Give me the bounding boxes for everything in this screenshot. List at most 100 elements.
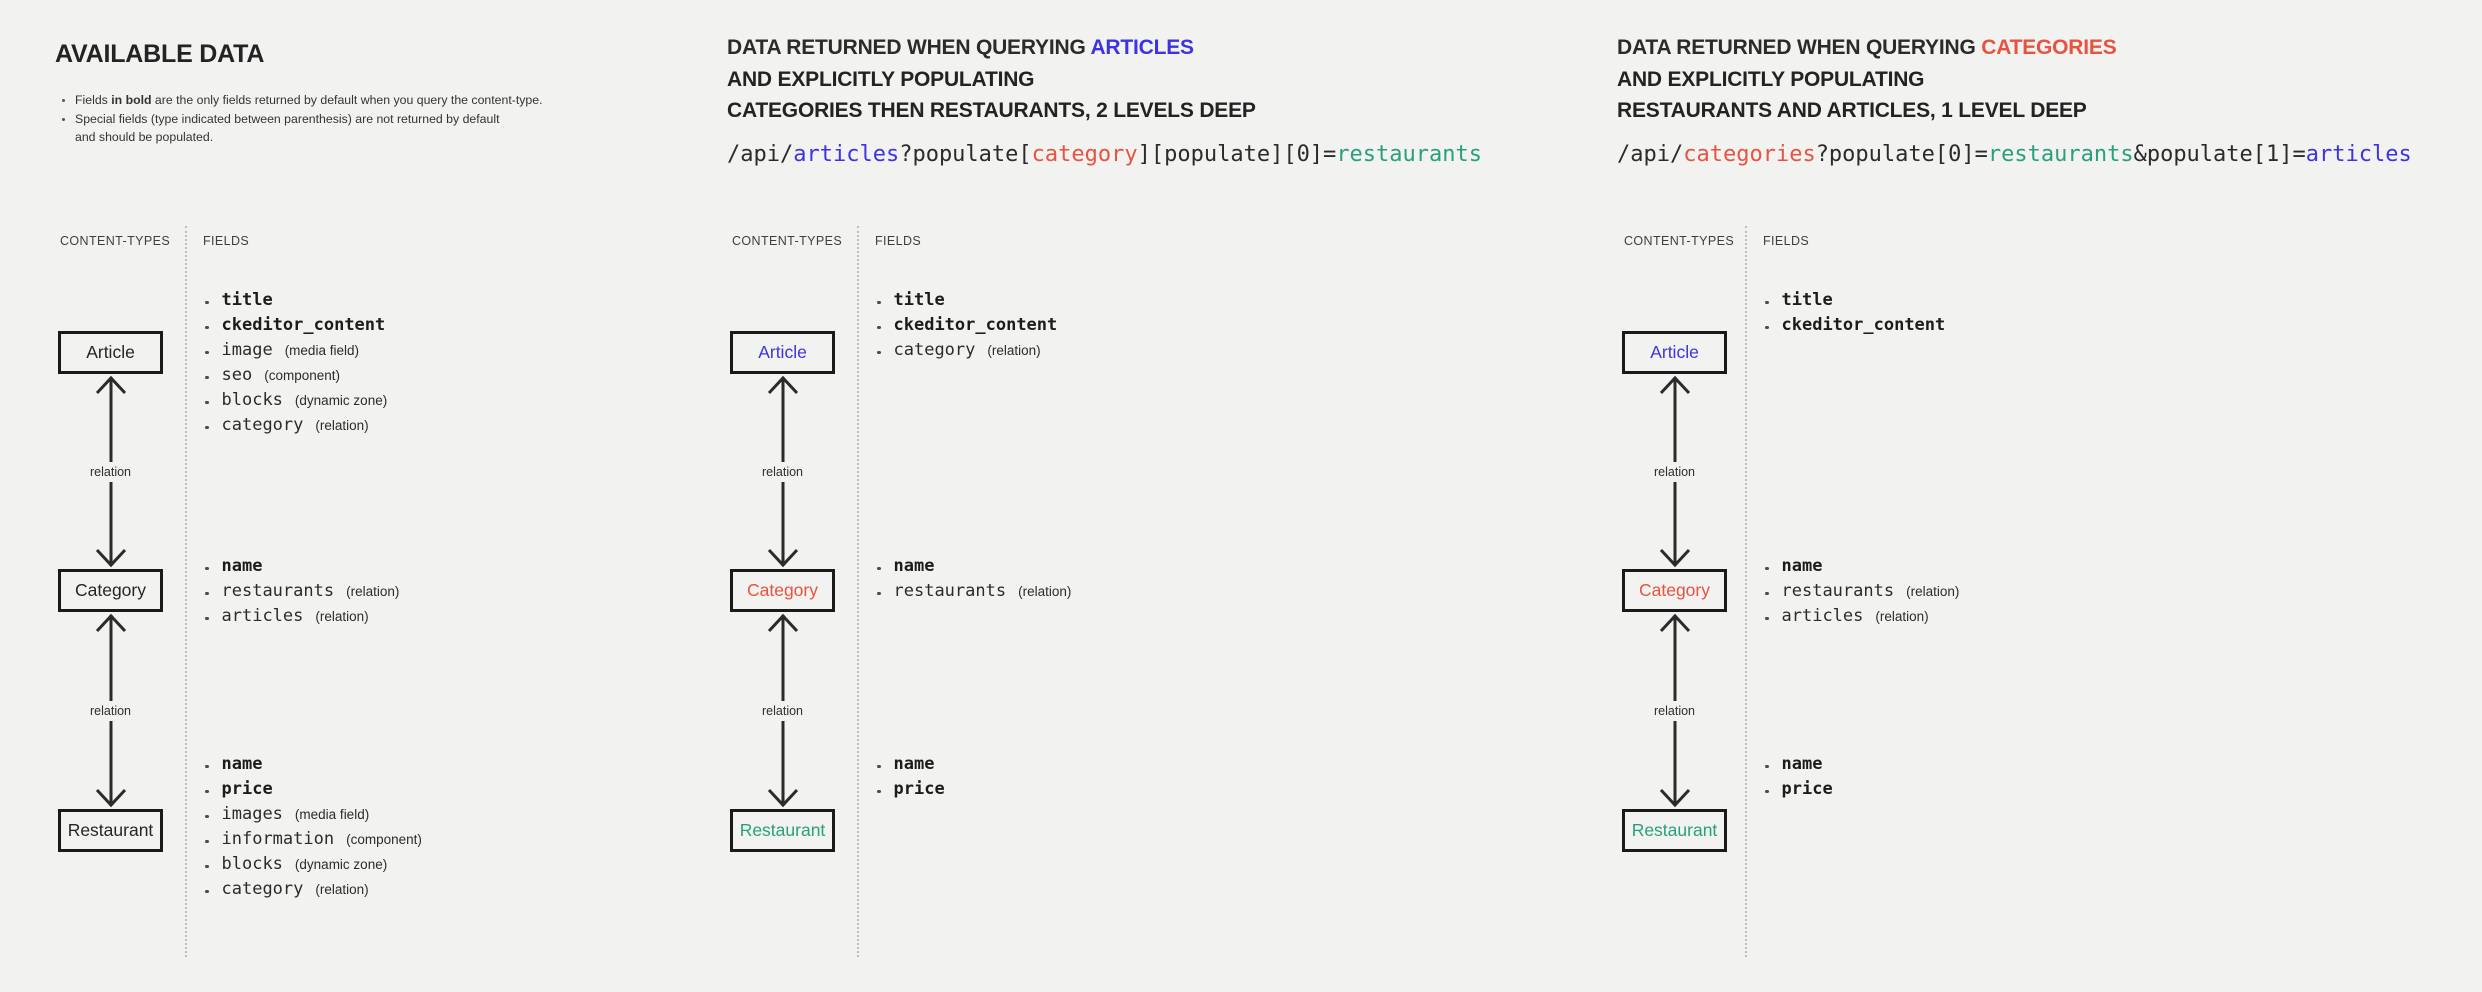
- field-title: title: [877, 290, 1057, 315]
- relation-label: relation: [757, 700, 808, 721]
- relation-arrow: [1659, 375, 1690, 568]
- bullet-icon: [205, 616, 209, 621]
- field-name: title: [893, 290, 945, 310]
- field-name: price: [893, 779, 945, 799]
- field-name: articles: [221, 606, 304, 626]
- fields-group-article: title ckeditor_content: [1765, 290, 1945, 340]
- field-category: category(relation): [205, 415, 387, 440]
- text-segment: &populate[1]=: [2133, 141, 2306, 167]
- text-segment: category: [1031, 141, 1138, 167]
- relation-label: relation: [757, 461, 808, 482]
- content-type-label: Category: [746, 580, 818, 600]
- bullet-icon: [205, 350, 209, 355]
- content-types-label: CONTENT-TYPES: [732, 234, 843, 248]
- relation-label: relation: [1649, 461, 1700, 482]
- title-line: RESTAURANTS AND ARTICLES, 1 LEVEL DEEP: [1617, 99, 2087, 122]
- field-name: name: [221, 556, 263, 576]
- field-name: restaurants: [221, 581, 335, 601]
- bullet-icon: [1765, 616, 1769, 621]
- query-categories-header: DATA RETURNED WHEN QUERYING CATEGORIES A…: [1617, 32, 2467, 167]
- field-name: images: [221, 804, 283, 824]
- title-line: DATA RETURNED WHEN QUERYING CATEGORIES: [1617, 32, 2467, 64]
- field-type: (relation): [1906, 584, 1960, 599]
- relation-arrow: [1659, 613, 1690, 808]
- content-types-label: CONTENT-TYPES: [60, 234, 171, 248]
- field-ckeditor_content: ckeditor_content: [877, 315, 1057, 340]
- field-name: ckeditor_content: [1781, 315, 1946, 335]
- bullet-icon: [205, 566, 209, 571]
- fields-group-category: name restaurants (relation) articles (relati…: [205, 556, 399, 631]
- bullet-icon: [877, 789, 881, 794]
- field-type: (media field): [284, 343, 359, 358]
- bullet-icon: [1765, 325, 1769, 330]
- field-name: title: [1781, 290, 1833, 310]
- content-type-box-restaurant: Restaurant: [58, 809, 163, 852]
- text-segment: articles: [2305, 141, 2412, 167]
- field-name: name: [221, 754, 263, 774]
- field-category: category(relation): [877, 340, 1057, 365]
- field-name: name: [877, 754, 945, 779]
- field-name: category: [221, 415, 304, 435]
- column-divider: [1745, 226, 1747, 957]
- field-type: (relation): [315, 609, 369, 624]
- bullet-icon: [1765, 789, 1769, 794]
- bullet-icon: [205, 400, 209, 405]
- field-name: title: [221, 290, 273, 310]
- field-name: name: [1781, 556, 1823, 576]
- relation-arrow: [767, 613, 798, 808]
- field-name: information: [221, 829, 335, 849]
- notes-list: Fields in bold are the only fields retur…: [55, 91, 585, 147]
- text-segment: restaurants: [1987, 141, 2134, 167]
- field-price: price: [1765, 779, 1833, 804]
- note-item: Special fields (type indicated between p…: [55, 110, 585, 147]
- content-type-label: Restaurant: [67, 820, 154, 840]
- field-title: title: [205, 290, 387, 315]
- text-segment: /api/: [1617, 141, 1684, 167]
- content-type-box-article: Article: [730, 331, 835, 374]
- field-name: ckeditor_content: [221, 315, 386, 335]
- bullet-icon: [1765, 566, 1769, 571]
- text-segment: DATA RETURNED WHEN QUERYING: [727, 36, 1091, 59]
- field-information: information(component): [205, 829, 422, 854]
- text-segment: ][populate][0]=: [1137, 141, 1337, 167]
- relation-label: relation: [85, 461, 136, 482]
- text-segment: ARTICLES: [1090, 36, 1194, 59]
- content-type-label: Restaurant: [1631, 820, 1718, 840]
- api-url-categories: /api/categories?populate[0]=restaurants&…: [1617, 142, 2467, 167]
- content-type-box-category: Category: [730, 569, 835, 612]
- field-price: price: [205, 779, 422, 804]
- text-segment: categories: [1683, 141, 1816, 167]
- content-type-label: Category: [1638, 580, 1710, 600]
- bullet-icon: [205, 375, 209, 380]
- bullet-icon: [205, 864, 209, 869]
- bullet-icon: [205, 764, 209, 769]
- field-name: name: [1781, 754, 1823, 774]
- query-articles-header: DATA RETURNED WHEN QUERYING ARTICLES AND…: [727, 32, 1557, 167]
- field-name: name: [877, 556, 1071, 581]
- field-name: image: [221, 340, 273, 360]
- field-type: (relation): [346, 584, 400, 599]
- bullet-icon: [205, 789, 209, 794]
- field-name: price: [221, 779, 273, 799]
- bullet-icon: [205, 591, 209, 596]
- field-name: seo: [221, 365, 253, 385]
- text-segment: restaurants: [1336, 141, 1483, 167]
- content-types-label: CONTENT-TYPES: [1624, 234, 1735, 248]
- field-articles: articles(relation): [1765, 606, 1959, 631]
- field-articles: articles (relation): [205, 606, 399, 631]
- content-type-label: Article: [758, 342, 807, 362]
- field-type: (component): [264, 368, 341, 383]
- section-title: DATA RETURNED WHEN QUERYING CATEGORIES A…: [1617, 32, 2467, 127]
- content-type-box-category: Category: [58, 569, 163, 612]
- relation-arrow: [95, 613, 126, 808]
- bullet-icon: [1765, 591, 1769, 596]
- title-line: DATA RETURNED WHEN QUERYING ARTICLES: [727, 32, 1557, 64]
- content-type-label: Article: [86, 342, 135, 362]
- fields-group-restaurant: name price: [1765, 754, 1833, 804]
- text-segment: ?populate[0]=: [1815, 141, 1988, 167]
- field-restaurants: restaurants (relation): [205, 581, 399, 606]
- bullet-icon: [877, 325, 881, 330]
- field-name: category: [893, 340, 976, 360]
